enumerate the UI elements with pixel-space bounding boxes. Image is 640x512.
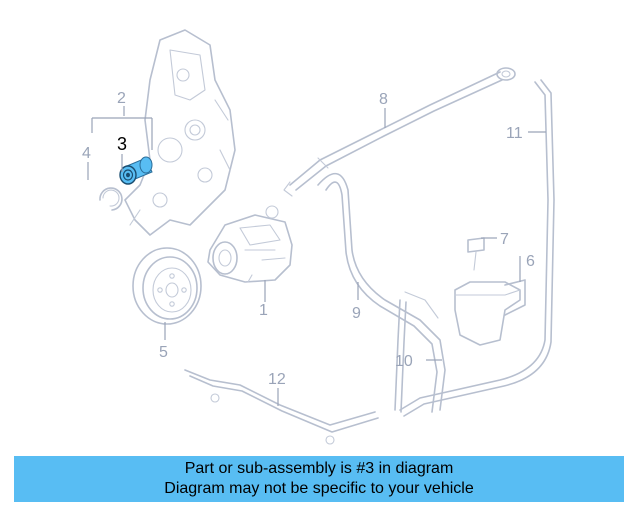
callout-12: 12	[268, 371, 286, 388]
mounting-bracket	[124, 29, 236, 236]
callout-11: 11	[506, 125, 523, 142]
callout-5: 5	[159, 344, 168, 361]
cooler-line-part-11	[399, 79, 555, 417]
pulley-part-5	[132, 247, 202, 325]
callout-10: 10	[395, 353, 413, 370]
callout-3: 3	[117, 134, 127, 154]
power-steering-pump-part-1	[207, 205, 293, 283]
return-hose-part-9	[317, 172, 446, 413]
callout-8: 8	[379, 91, 388, 108]
callout-7: 7	[500, 231, 509, 248]
reservoir-cap-part-7	[467, 237, 485, 271]
reservoir-part-6	[454, 279, 526, 346]
bushing-part-3	[119, 156, 153, 185]
callout-9: 9	[352, 305, 361, 322]
bracket-line-part-12	[184, 369, 379, 445]
pressure-line-part-8	[283, 67, 516, 197]
callout-1: 1	[259, 302, 268, 319]
leader-lines	[87, 106, 546, 406]
callout-6: 6	[526, 253, 535, 270]
line-part-10	[394, 299, 407, 413]
callout-4: 4	[82, 145, 91, 162]
callout-2: 2	[117, 90, 126, 107]
caption-line-1: Part or sub-assembly is #3 in diagram	[184, 460, 454, 477]
caption-banner: Part or sub-assembly is #3 in diagram Di…	[14, 456, 624, 502]
snap-ring-part-4	[99, 187, 123, 211]
caption-line-2: Diagram may not be specific to your vehi…	[164, 480, 474, 497]
